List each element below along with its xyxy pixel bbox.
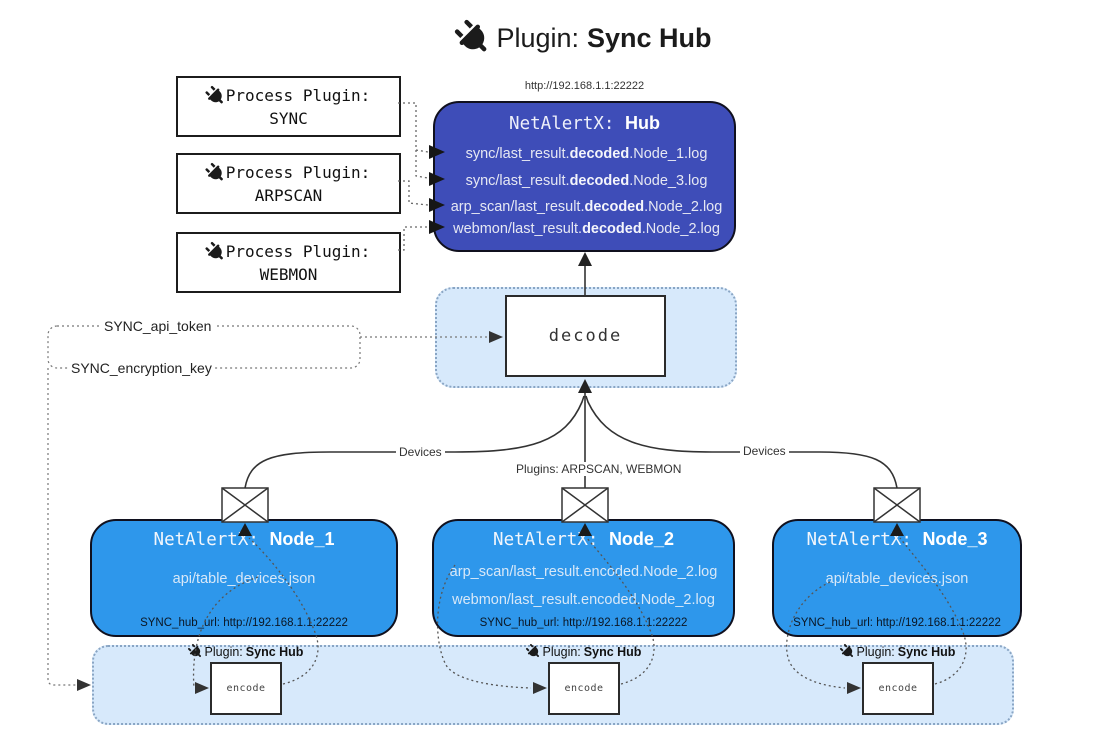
decode-box: decode xyxy=(505,295,666,377)
node-hub-url: SYNC_hub_url: http://192.168.1.1:22222 xyxy=(140,617,348,629)
node-title: NetAlertX: Node_1 xyxy=(153,529,335,550)
node-3-box: NetAlertX: Node_3 api/table_devices.json… xyxy=(772,519,1022,637)
credentials-strip-arrow xyxy=(77,679,91,691)
node-file: arp_scan/last_result.encoded.Node_2.log xyxy=(449,564,718,580)
plug-icon xyxy=(185,642,205,662)
hub-log-row: sync/last_result.decoded.Node_3.log xyxy=(465,173,708,189)
sync-encryption-key-label: SYNC_encryption_key xyxy=(68,360,215,376)
process-plugin-label: Process Plugin: xyxy=(225,242,371,261)
node-file: api/table_devices.json xyxy=(825,571,969,587)
encode-box: encode xyxy=(548,662,620,715)
process-plugin-name: WEBMON xyxy=(259,264,318,284)
hub-box: NetAlertX: Hub sync/last_result.decoded.… xyxy=(433,101,736,252)
node-file: webmon/last_result.encoded.Node_2.log xyxy=(452,592,715,608)
process-plugin-webmon: Process Plugin: WEBMON xyxy=(176,232,401,293)
process-plugin-connectors xyxy=(398,102,429,251)
node-file: api/table_devices.json xyxy=(172,571,316,587)
plugins-edge-label: Plugins: ARPSCAN, WEBMON xyxy=(513,462,685,476)
plug-icon xyxy=(202,82,228,108)
devices-edge-label: Devices xyxy=(396,445,445,459)
devices-edge-label: Devices xyxy=(740,444,789,458)
encode-box: encode xyxy=(210,662,282,715)
hub-url: http://192.168.1.1:22222 xyxy=(524,80,645,92)
envelope-icon xyxy=(873,487,921,523)
hub-log-row: arp_scan/last_result.decoded.Node_2.log xyxy=(450,199,723,215)
process-plugin-name: ARPSCAN xyxy=(254,185,323,205)
process-plugin-label: Process Plugin: xyxy=(225,163,371,182)
hub-log-row: sync/last_result.decoded.Node_1.log xyxy=(465,146,708,162)
strip-plugin-label: Plugin: Sync Hub xyxy=(808,644,988,659)
process-plugin-arpscan: Process Plugin: ARPSCAN xyxy=(176,153,401,214)
envelope-icons xyxy=(221,487,921,523)
plug-icon xyxy=(202,238,228,264)
sync-api-token-label: SYNC_api_token xyxy=(101,318,215,334)
node-title: NetAlertX: Node_2 xyxy=(493,529,674,550)
strip-plugin-label: Plugin: Sync Hub xyxy=(494,644,674,659)
hub-name-prefix: NetAlertX: xyxy=(509,114,625,134)
encode-box: encode xyxy=(862,662,934,715)
node-1-box: NetAlertX: Node_1 api/table_devices.json… xyxy=(90,519,398,637)
plug-icon xyxy=(523,642,543,662)
hub-title: NetAlertX: Hub xyxy=(435,113,734,134)
hub-log-row: webmon/last_result.decoded.Node_2.log xyxy=(453,221,720,237)
title-prefix: Plugin: xyxy=(496,22,580,53)
process-plugin-sync: Process Plugin: SYNC xyxy=(176,76,401,137)
node-hub-url: SYNC_hub_url: http://192.168.1.1:22222 xyxy=(479,617,688,629)
hub-name: Hub xyxy=(624,113,660,133)
title-name: Sync Hub xyxy=(587,22,712,53)
page-title: Plugin: Sync Hub xyxy=(360,16,810,60)
plug-icon xyxy=(202,159,228,185)
node-2-box: NetAlertX: Node_2 arp_scan/last_result.e… xyxy=(432,519,735,637)
plug-icon xyxy=(450,15,497,62)
node-hub-url: SYNC_hub_url: http://192.168.1.1:22222 xyxy=(793,617,1001,629)
strip-plugin-label: Plugin: Sync Hub xyxy=(156,644,336,659)
envelope-icon xyxy=(561,487,609,523)
process-plugin-label: Process Plugin: xyxy=(225,86,371,105)
envelope-icon xyxy=(221,487,269,523)
node-title: NetAlertX: Node_3 xyxy=(806,529,988,550)
plug-icon xyxy=(837,642,857,662)
process-plugin-name: SYNC xyxy=(269,108,308,128)
